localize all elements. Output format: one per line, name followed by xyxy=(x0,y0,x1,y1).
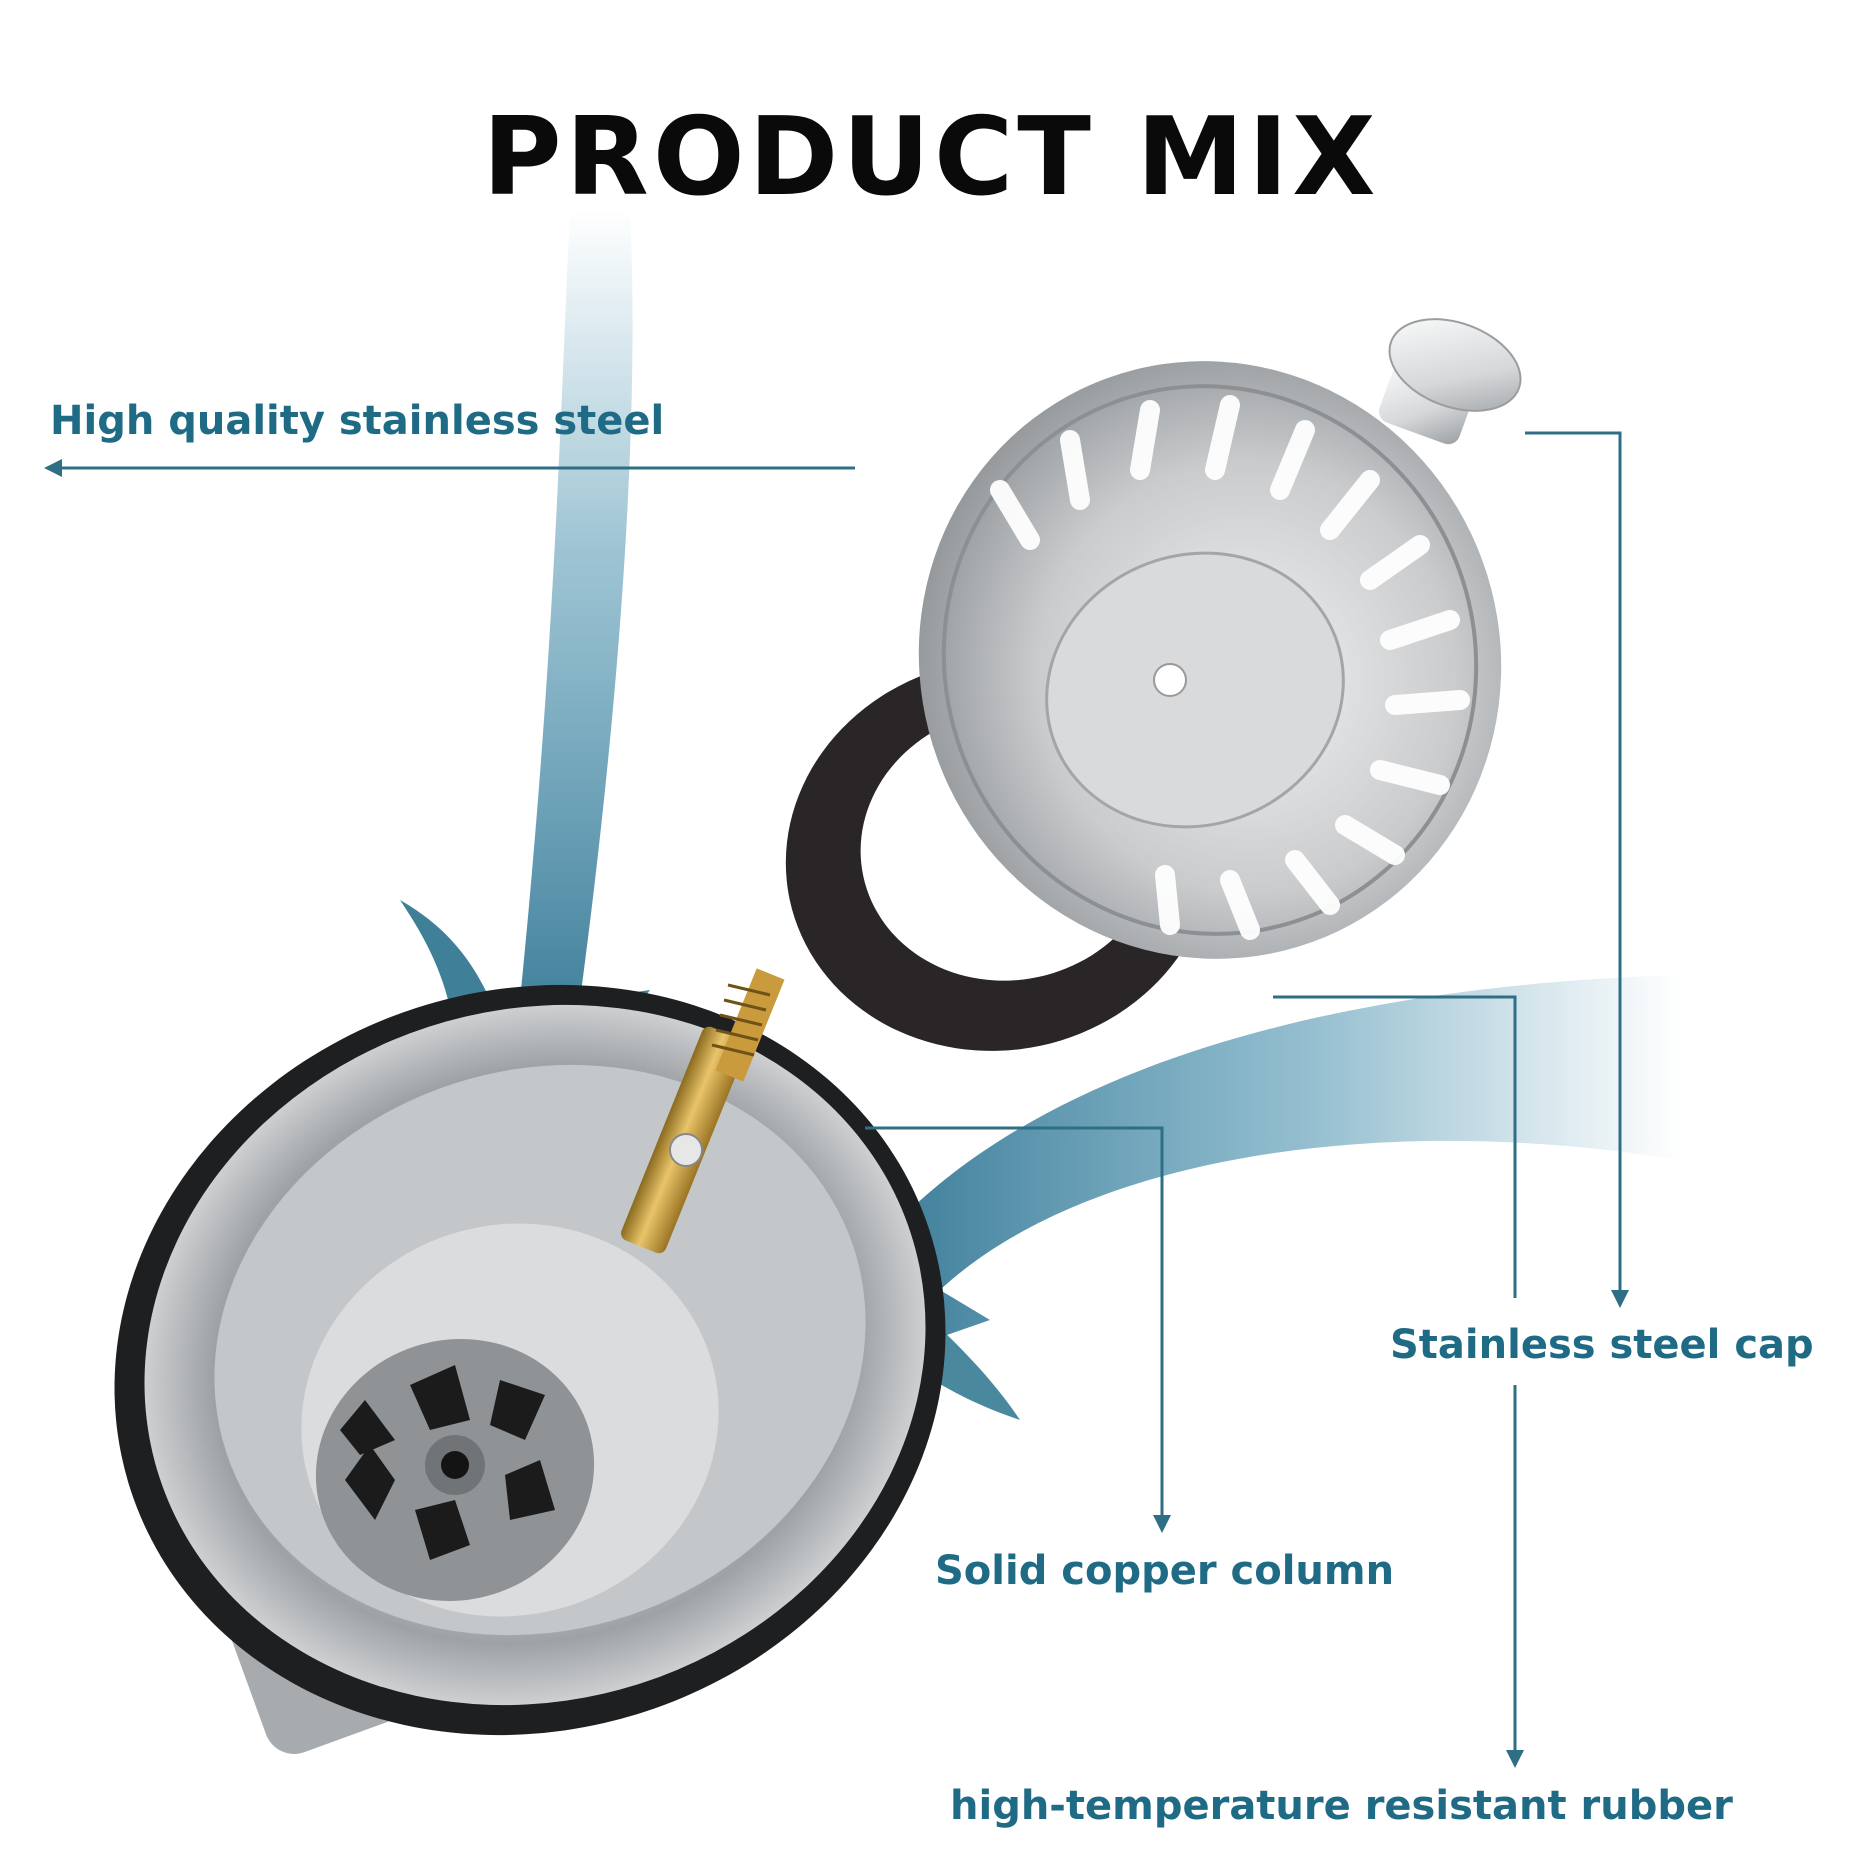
callout-line-cap xyxy=(1525,431,1622,1300)
label-steel-cap: Stainless steel cap xyxy=(1390,1322,1814,1368)
blue-sweep-arrow-right xyxy=(760,975,1680,1400)
label-rubber: high-temperature resistant rubber xyxy=(950,1783,1733,1829)
strainer-basket xyxy=(918,361,1502,959)
arrowhead-rubber xyxy=(1506,1750,1524,1768)
callout-line-copper xyxy=(865,1126,1164,1525)
label-stainless-steel: High quality stainless steel xyxy=(50,398,665,444)
arrowhead-cap xyxy=(1611,1290,1629,1308)
blue-sweep-arrow-top xyxy=(455,210,650,1160)
brass-copper-column xyxy=(621,968,785,1254)
stainless-steel-cap xyxy=(1378,318,1522,445)
arrowhead-left xyxy=(44,459,62,477)
arrowhead-copper xyxy=(1153,1515,1171,1533)
sink-drain xyxy=(114,984,946,1754)
callout-line-rubber xyxy=(1273,995,1517,1298)
label-copper-column: Solid copper column xyxy=(935,1548,1395,1594)
page-title: PRODUCT MIX xyxy=(482,95,1380,220)
